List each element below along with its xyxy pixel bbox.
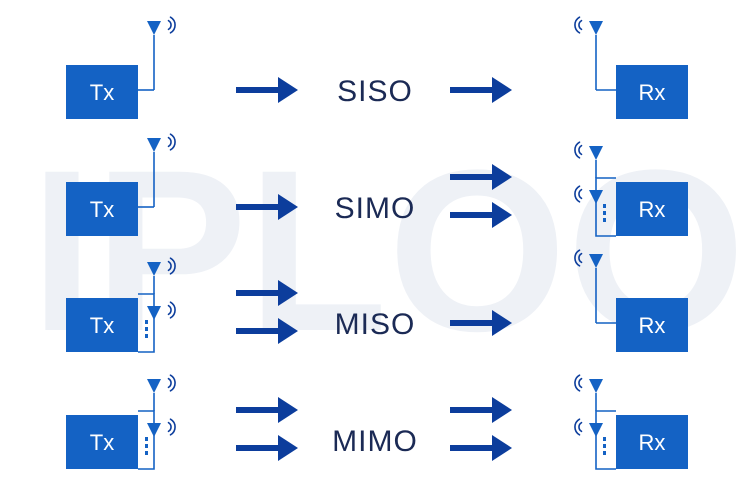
arrow-icon <box>236 280 298 306</box>
mode-label-miso: MISO <box>335 308 416 341</box>
rx-box-label: Rx <box>639 430 666 455</box>
row-siso: Tx SISO Rx <box>66 16 688 119</box>
mode-label-siso: SISO <box>337 75 413 108</box>
arrow-icon <box>450 164 512 190</box>
arrow-icon <box>236 435 298 461</box>
mode-label-simo: SIMO <box>335 192 416 225</box>
tx-box: Tx <box>66 65 138 119</box>
antenna-icon <box>574 418 603 437</box>
radio-waves-icon <box>167 374 176 392</box>
rx-antenna-frame <box>595 410 616 470</box>
antenna-icon <box>574 141 603 160</box>
radio-waves-icon <box>167 16 176 34</box>
tx-antenna-frame <box>138 410 155 470</box>
antenna-icon <box>147 301 176 320</box>
mode-label-mimo: MIMO <box>332 425 418 458</box>
arrow-icon <box>450 77 512 103</box>
antenna-array-dots-icon <box>145 320 148 338</box>
antenna-array-dots-icon <box>603 437 606 455</box>
antenna-array-dots-icon <box>603 204 606 222</box>
antenna-icon <box>574 249 603 268</box>
tx-box-label: Tx <box>90 80 114 105</box>
radio-waves-icon <box>167 301 176 319</box>
rx-box: Rx <box>616 182 688 236</box>
antenna-icon <box>147 374 176 393</box>
antenna-icon <box>147 418 176 437</box>
tx-box-label: Tx <box>90 313 114 338</box>
radio-waves-icon <box>167 133 176 151</box>
rx-antenna-frame <box>595 177 616 237</box>
antenna-icon <box>574 185 603 204</box>
arrow-icon <box>236 318 298 344</box>
rx-box-label: Rx <box>639 313 666 338</box>
rx-box: Rx <box>616 298 688 352</box>
rx-box: Rx <box>616 65 688 119</box>
tx-box-label: Tx <box>90 430 114 455</box>
radio-waves-icon <box>574 418 583 436</box>
radio-waves-icon <box>574 374 583 392</box>
radio-waves-icon <box>574 141 583 159</box>
row-miso: Tx MISO Rx <box>66 249 688 353</box>
rx-box: Rx <box>616 415 688 469</box>
row-simo: Tx SIMO Rx <box>66 133 688 237</box>
tx-box: Tx <box>66 182 138 236</box>
antenna-icon <box>147 257 176 276</box>
arrow-icon <box>450 202 512 228</box>
tx-box: Tx <box>66 298 138 352</box>
antenna-icon <box>147 16 176 35</box>
rx-box-label: Rx <box>639 197 666 222</box>
tx-antenna-frame <box>138 293 155 353</box>
antenna-array-dots-icon <box>145 437 148 455</box>
antenna-icon <box>147 133 176 152</box>
radio-waves-icon <box>574 16 583 34</box>
arrow-icon <box>236 194 298 220</box>
arrow-icon <box>450 435 512 461</box>
row-mimo: Tx MIMO Rx <box>66 374 688 470</box>
arrow-icon <box>236 397 298 423</box>
tx-box-label: Tx <box>90 197 114 222</box>
radio-waves-icon <box>574 185 583 203</box>
antenna-icon <box>574 16 603 35</box>
antenna-icon <box>574 374 603 393</box>
arrow-icon <box>236 77 298 103</box>
rx-box-label: Rx <box>639 80 666 105</box>
tx-box: Tx <box>66 415 138 469</box>
arrow-icon <box>450 310 512 336</box>
radio-waves-icon <box>167 257 176 275</box>
arrow-icon <box>450 397 512 423</box>
radio-waves-icon <box>167 418 176 436</box>
radio-waves-icon <box>574 249 583 267</box>
